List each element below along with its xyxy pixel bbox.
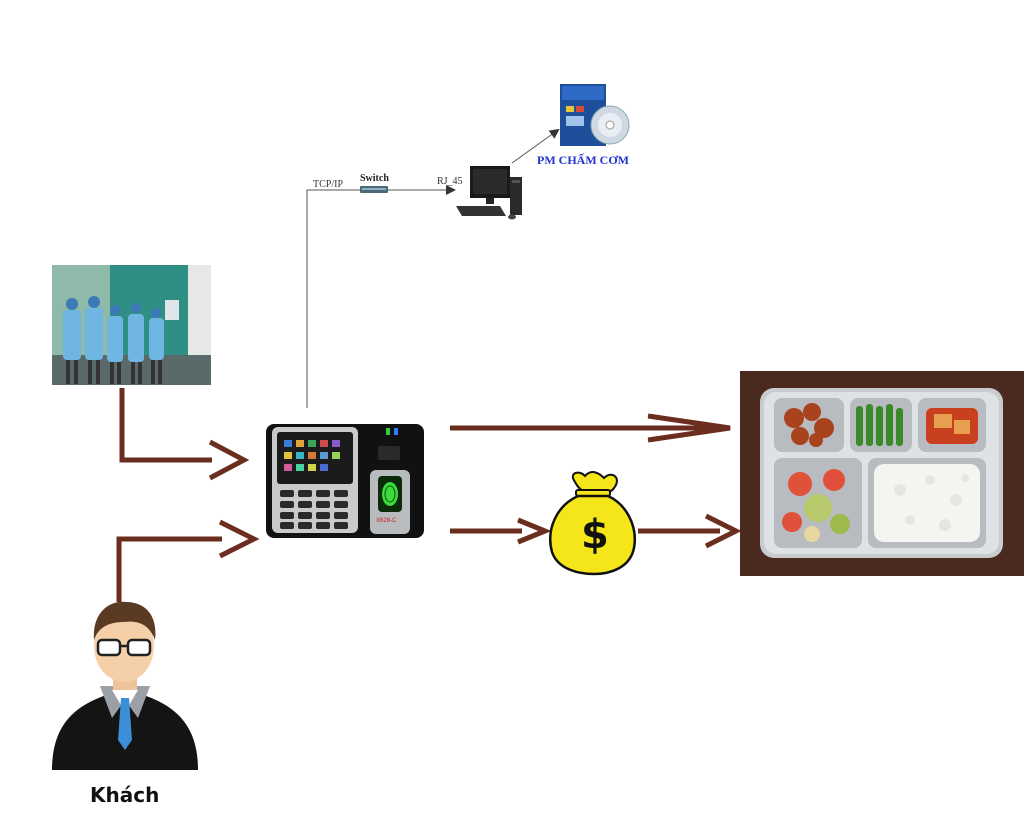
pc-to-software-line xyxy=(511,128,560,164)
meal-tray-photo xyxy=(740,371,1024,576)
businessman-icon xyxy=(52,601,198,770)
rj45-label: RJ_45 xyxy=(437,176,463,187)
workers-photo xyxy=(52,265,211,385)
device-brand-label: X628-C xyxy=(376,518,397,524)
guest-to-device-arrow xyxy=(116,519,260,602)
money-to-meal-arrow xyxy=(638,513,742,549)
software-label: PM CHẤM CƠM xyxy=(537,152,629,167)
tcp-ip-line xyxy=(306,189,360,408)
software-box-icon xyxy=(560,84,630,146)
switch-label: Switch xyxy=(360,173,389,184)
desktop-computer-icon xyxy=(456,166,522,220)
device-to-money-arrow xyxy=(450,517,552,545)
switch-icon xyxy=(360,186,388,193)
fingerprint-terminal-icon: X628-C xyxy=(266,424,424,538)
money-bag-icon: $ xyxy=(549,471,637,576)
guest-label: Khách xyxy=(90,783,159,807)
device-to-meal-arrow xyxy=(450,413,731,443)
workers-to-device-arrow xyxy=(119,388,250,481)
flow-arrows xyxy=(116,388,742,602)
dollar-sign: $ xyxy=(581,512,609,558)
tcp-ip-label: TCP/IP xyxy=(313,179,343,190)
network-lines xyxy=(306,128,560,408)
